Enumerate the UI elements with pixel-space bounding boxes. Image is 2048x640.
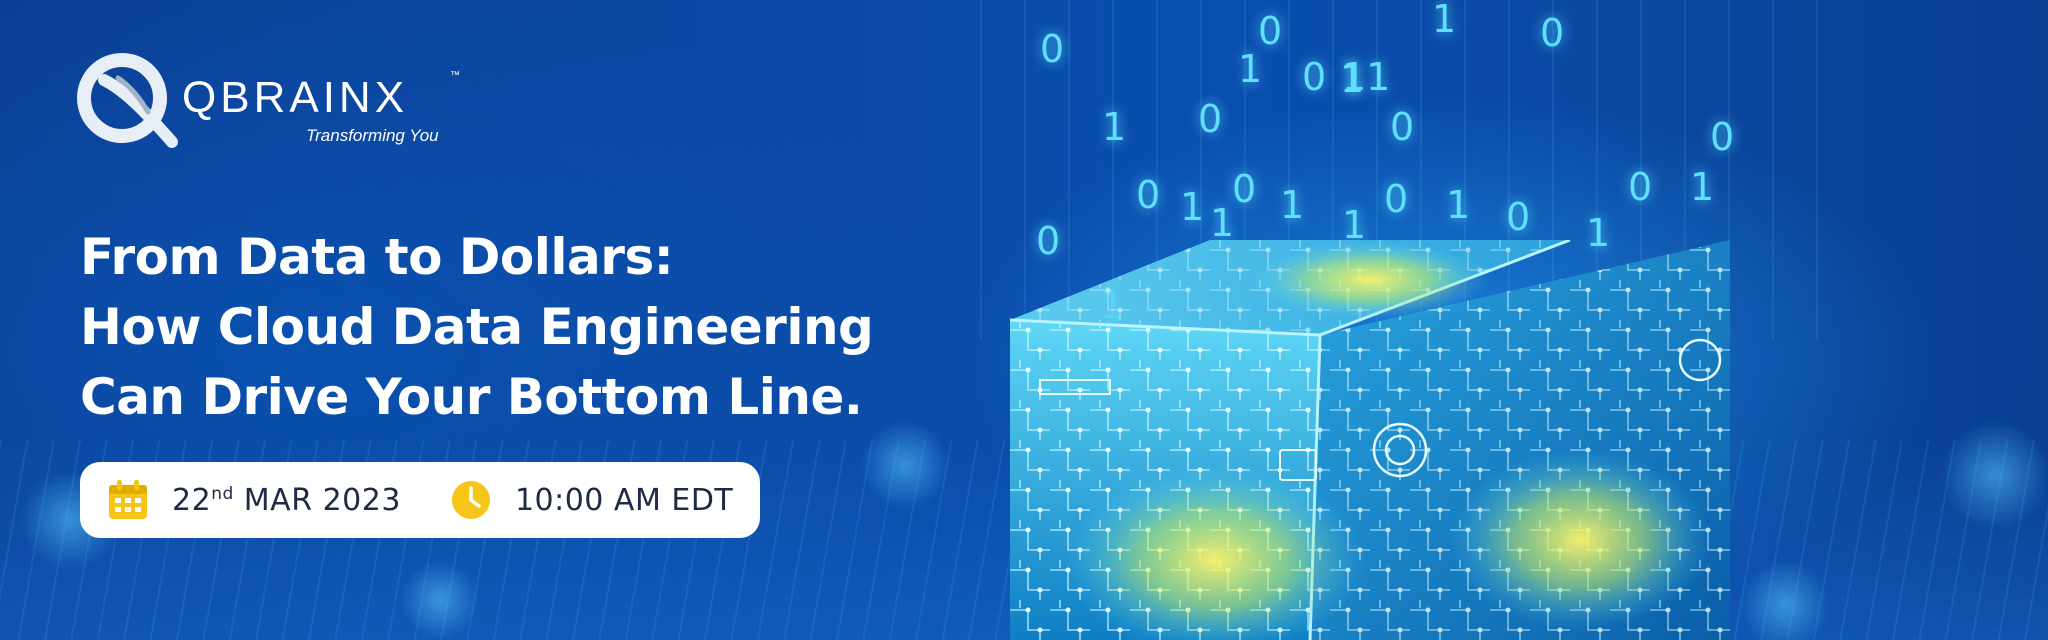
binary-digit: 0 [1198, 97, 1223, 141]
binary-digit: 1 [1280, 183, 1305, 227]
binary-digit: 1 [1342, 203, 1367, 247]
headline-line-2: How Cloud Data Engineering [80, 298, 874, 356]
binary-digit: 0 [1036, 219, 1061, 263]
logo-trademark: ™ [450, 70, 460, 81]
binary-digit: 0 [1258, 9, 1283, 53]
binary-digit: 1 [1690, 165, 1715, 209]
binary-digit: 1 [1432, 0, 1457, 41]
binary-digit: 0 [1710, 115, 1735, 159]
qbrainx-logo-icon [77, 53, 178, 148]
binary-digit: 0 [1040, 27, 1065, 71]
event-day: 22 [172, 482, 212, 518]
binary-digit: 0 [1384, 177, 1409, 221]
qbrainx-logo[interactable]: QBRAINX ™ Transforming You [74, 50, 494, 150]
event-month-year: MAR 2023 [233, 482, 401, 518]
binary-digit: 0 [1540, 11, 1565, 55]
binary-digit: 0 [1302, 55, 1327, 99]
headline-line-1: From Data to Dollars: [80, 228, 674, 286]
binary-digit: 0 [1232, 167, 1257, 211]
binary-digit: 0 [1390, 105, 1415, 149]
binary-digit: 1 [1238, 47, 1263, 91]
event-time: 10:00 AM EDT [514, 482, 734, 518]
binary-digit: 1 [1586, 211, 1611, 255]
binary-digit: 1 [1180, 185, 1205, 229]
binary-digit: 1 [1340, 57, 1365, 101]
calendar-icon [109, 480, 147, 519]
headline-line-3: Can Drive Your Bottom Line. [80, 368, 863, 426]
bokeh-light [860, 420, 950, 510]
event-date: 22nd MAR 2023 [172, 483, 401, 518]
binary-digit: 0 [1136, 173, 1161, 217]
binary-digit: 1 [1102, 105, 1127, 149]
bokeh-light [400, 560, 480, 640]
binary-digit: 1 [1210, 201, 1235, 245]
binary-digit: 1 [1446, 183, 1471, 227]
clock-icon [451, 481, 490, 519]
circuit-cube [1010, 240, 1730, 640]
webinar-headline: From Data to Dollars: How Cloud Data Eng… [80, 222, 960, 432]
bokeh-light [1740, 560, 1830, 640]
event-day-suffix: nd [211, 483, 234, 504]
bokeh-light [1940, 420, 2048, 530]
binary-digit: 0 [1506, 195, 1531, 239]
logo-tagline: Transforming You [306, 126, 439, 145]
binary-digit: 11 [1342, 55, 1391, 99]
logo-wordmark: QBRAINX [182, 73, 409, 122]
binary-digit: 0 [1628, 165, 1653, 209]
event-datetime-pill: 22nd MAR 2023 10:00 AM EDT [80, 462, 760, 538]
